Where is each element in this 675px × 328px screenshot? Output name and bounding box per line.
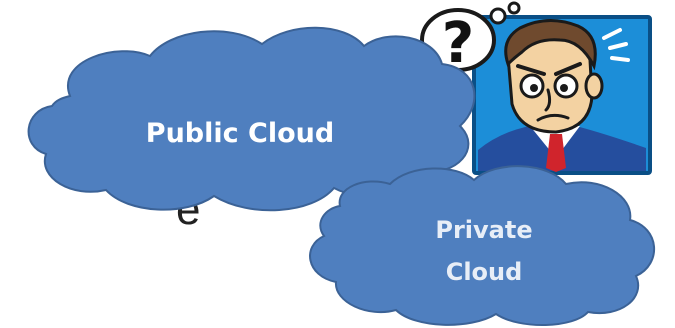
private-cloud: Private Cloud bbox=[309, 165, 655, 327]
private-cloud-label-line2: Cloud bbox=[446, 258, 523, 286]
public-cloud-label: Public Cloud bbox=[146, 118, 334, 149]
private-cloud-label-line1: Private bbox=[435, 216, 532, 244]
private-cloud-shape bbox=[309, 165, 655, 327]
confused-businessman-icon bbox=[472, 15, 652, 175]
